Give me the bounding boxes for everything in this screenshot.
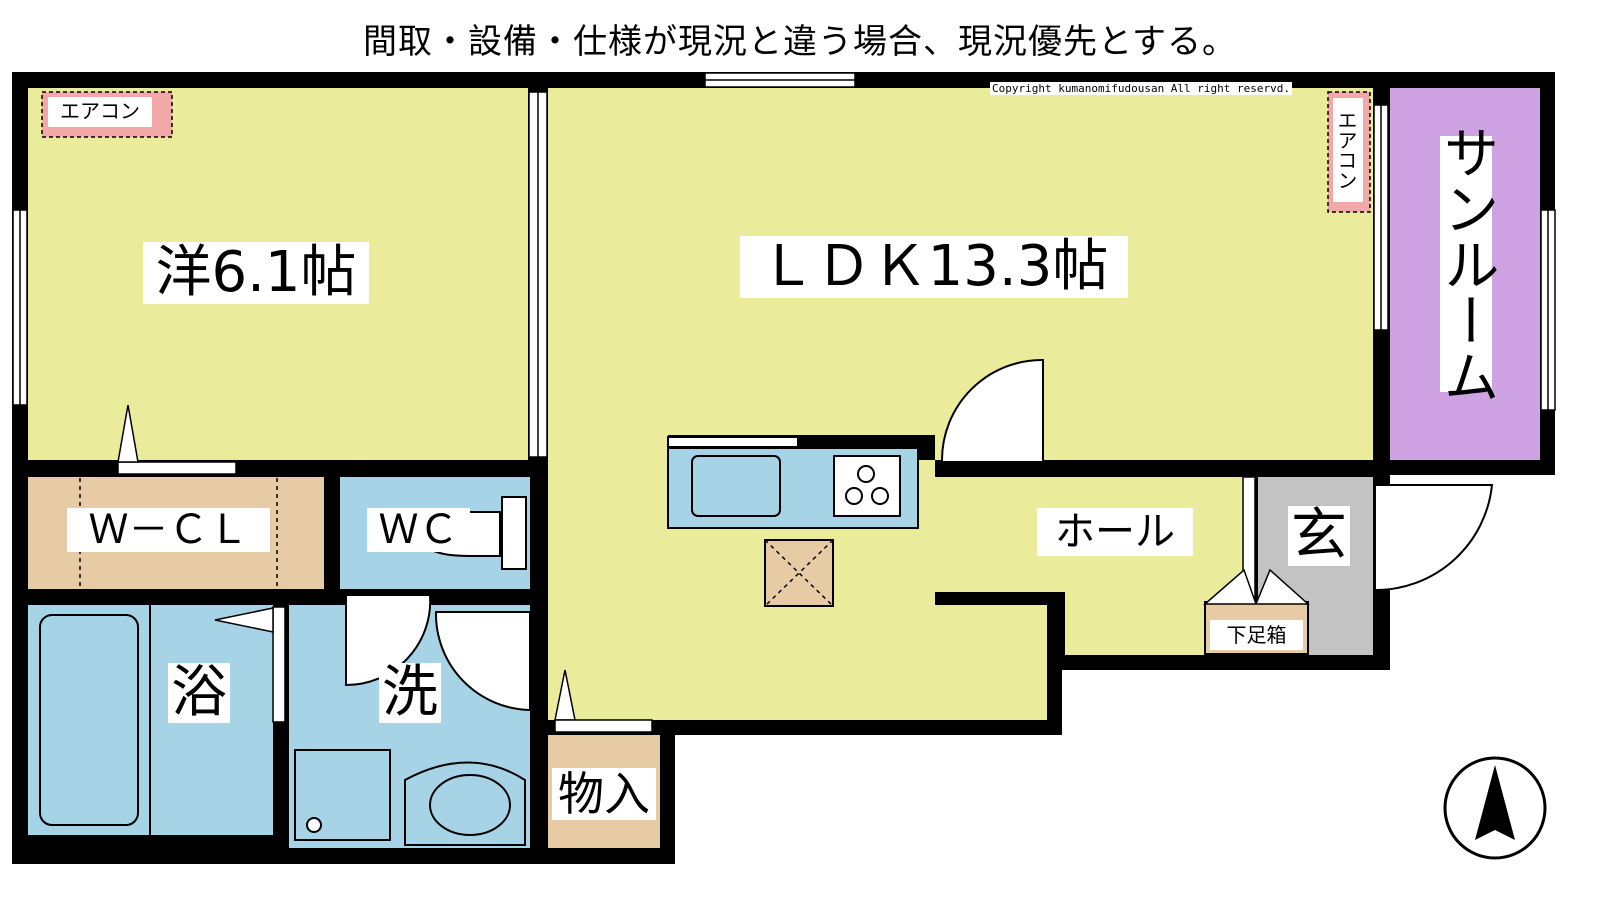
entrance-door-swing bbox=[1374, 484, 1494, 592]
aircon-right-inner bbox=[1333, 98, 1363, 202]
stove-top bbox=[833, 455, 901, 517]
entrance-label: 玄 bbox=[1288, 506, 1350, 566]
kitchen-sink bbox=[691, 455, 781, 517]
shoe-box-label: 下足箱 bbox=[1226, 623, 1287, 647]
drain-icon bbox=[306, 817, 322, 833]
bath-door-marker bbox=[214, 607, 274, 633]
wc-label: ＷＣ bbox=[367, 508, 470, 552]
disclaimer-notice: 間取・設備・仕様が現況と違う場合、現況優先とする。 bbox=[363, 22, 1237, 62]
burner-icon bbox=[845, 487, 863, 505]
compass-north-arrow bbox=[1475, 765, 1515, 840]
copyright-text: Copyright kumanomifudousan All right res… bbox=[990, 82, 1293, 95]
bath-label: 浴 bbox=[168, 663, 230, 723]
western-door-swing bbox=[117, 404, 139, 463]
refrigerator-space bbox=[764, 539, 834, 607]
toilet-tank-icon bbox=[501, 496, 527, 570]
bath-sliding-door bbox=[272, 606, 286, 723]
sunroom-label: サンルーム bbox=[1434, 124, 1499, 404]
ldk-room-label: ＬＤＫ13.3帖 bbox=[740, 236, 1128, 298]
storage-label: 物入 bbox=[552, 768, 656, 820]
aircon-right-label: エアコン bbox=[1334, 110, 1358, 190]
burner-icon bbox=[857, 465, 875, 483]
storage-door-frame bbox=[554, 719, 653, 733]
shoe-box-doors bbox=[1202, 568, 1310, 605]
wash-door-swing bbox=[345, 594, 432, 687]
kitchen-window bbox=[667, 436, 799, 448]
wcl-label: Ｗ－ＣＬ bbox=[67, 508, 270, 552]
bathtub bbox=[39, 614, 139, 826]
hall-door-swing bbox=[941, 358, 1044, 463]
western-room-label: 洋6.1帖 bbox=[143, 242, 369, 304]
shoe-box-label-bg bbox=[1210, 620, 1303, 650]
washing-machine-space bbox=[294, 749, 391, 841]
aircon-left-inner bbox=[48, 97, 152, 127]
washbasin-bowl bbox=[429, 774, 511, 836]
hall-label: ホール bbox=[1037, 508, 1193, 556]
wash-label: 洗 bbox=[379, 663, 441, 723]
western-door bbox=[117, 461, 237, 475]
aircon-left-label: エアコン bbox=[60, 99, 140, 123]
burner-icon bbox=[871, 487, 889, 505]
bath-door-swing bbox=[434, 611, 531, 712]
